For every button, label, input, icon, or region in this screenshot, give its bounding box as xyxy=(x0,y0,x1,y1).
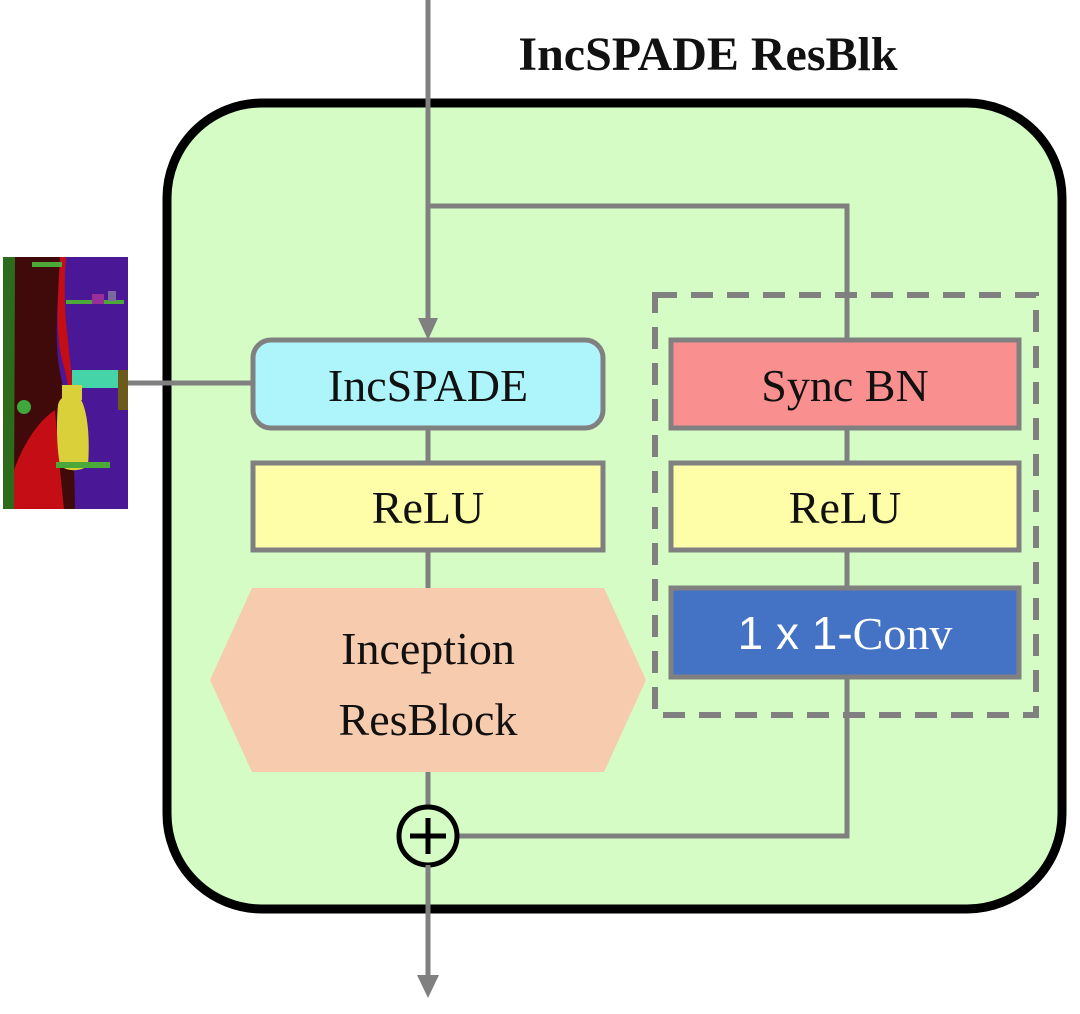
shortcut-relu-label: ReLU xyxy=(789,482,901,533)
sync-bn-block xyxy=(668,337,1022,431)
sync-bn-label: Sync BN xyxy=(761,360,928,411)
incspade-label: IncSPADE xyxy=(328,360,528,411)
inception-resblock-block xyxy=(210,588,646,772)
inception-label-line1: Inception xyxy=(341,623,515,674)
shortcut-relu-block xyxy=(668,460,1022,553)
conv-suffix: Conv xyxy=(853,608,953,659)
conv-1x1-label: 1 x 1-Conv xyxy=(738,607,953,659)
shortcut-return-line xyxy=(459,677,850,839)
incspade-block xyxy=(250,337,606,431)
main-relu-block xyxy=(250,460,606,553)
segmentation-map-image xyxy=(3,257,128,509)
main-relu-label: ReLU xyxy=(372,482,484,533)
conv-prefix: 1 x 1- xyxy=(738,607,853,659)
inception-label-line2: ResBlock xyxy=(339,694,518,745)
output-arrowhead xyxy=(417,975,439,998)
conv-1x1-block xyxy=(668,585,1022,680)
input-arrowhead xyxy=(418,318,438,340)
diagram-title: IncSPADE ResBlk xyxy=(518,28,897,81)
